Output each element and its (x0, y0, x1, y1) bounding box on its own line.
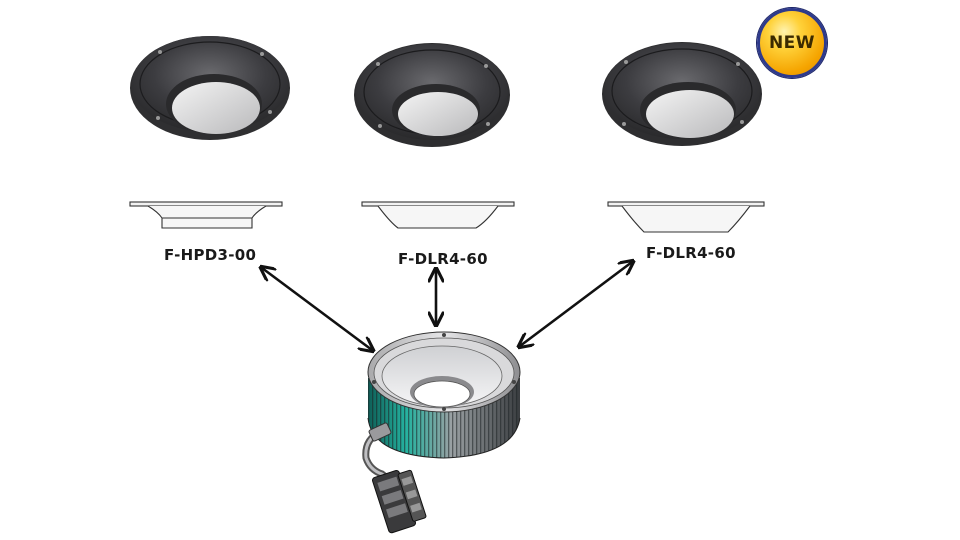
cone-reflector-3-profile (607, 201, 765, 233)
cone-reflector-2-profile (361, 201, 515, 229)
product-label-3: F-DLR4-60 (646, 244, 736, 262)
ring-light-icon (367, 331, 521, 459)
product-label-1: F-HPD3-00 (164, 246, 257, 264)
new-badge-text: NEW (768, 33, 816, 53)
cone-reflector-2-top (354, 43, 510, 147)
cone-reflector-3-top (602, 42, 762, 146)
product-label-2: F-DLR4-60 (398, 250, 488, 268)
double-arrow-icon (262, 262, 632, 350)
cone-reflector-1-profile (129, 201, 283, 229)
cable-connector-icon (362, 422, 427, 534)
new-badge: NEW (757, 8, 827, 78)
cone-reflector-1-top (130, 36, 290, 140)
